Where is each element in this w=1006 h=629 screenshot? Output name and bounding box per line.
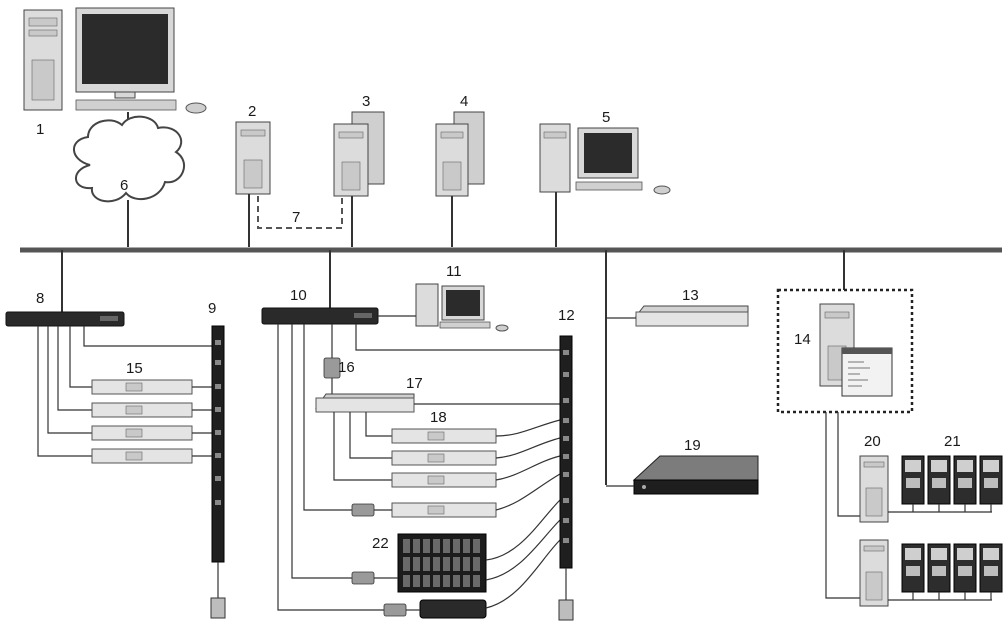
cascaded-kvm-switch-icon xyxy=(315,393,415,413)
virtual-machine-group-bottom xyxy=(901,543,1003,593)
label-17: 17 xyxy=(406,375,423,392)
server15-power-cables xyxy=(192,386,214,457)
label-16: 16 xyxy=(338,359,355,376)
label-10: 10 xyxy=(290,287,307,304)
virtual-machine-group-top xyxy=(901,455,1003,505)
admin-workstation-icon xyxy=(539,123,671,195)
network-appliance-icon xyxy=(634,305,749,327)
label-6: 6 xyxy=(120,177,128,194)
blade-chassis-icon xyxy=(397,533,487,593)
label-2: 2 xyxy=(248,103,256,120)
label-5: 5 xyxy=(602,109,610,126)
kvm-switch-icon xyxy=(5,311,125,327)
label-14: 14 xyxy=(794,331,811,348)
management-server-box xyxy=(776,288,914,414)
rack-server-group-18 xyxy=(391,428,497,518)
label-1: 1 xyxy=(36,121,44,138)
label-22: 22 xyxy=(372,535,389,552)
label-19: 19 xyxy=(684,437,701,454)
label-20: 20 xyxy=(864,433,881,450)
software-window-icon xyxy=(841,347,893,397)
pdu-icon xyxy=(558,335,574,621)
label-7: 7 xyxy=(292,209,300,226)
server-tower-icon xyxy=(235,121,271,195)
kvm-adapter-icon xyxy=(323,357,341,396)
label-3: 3 xyxy=(362,93,370,110)
label-8: 8 xyxy=(36,290,44,307)
rack-server-group-15 xyxy=(91,379,193,464)
heartbeat-link xyxy=(257,196,343,229)
label-12: 12 xyxy=(558,307,575,324)
internet-cloud-icon xyxy=(73,115,186,203)
pdu-icon xyxy=(210,325,226,619)
virtualization-host-icon xyxy=(859,539,889,607)
label-21: 21 xyxy=(944,433,961,450)
label-18: 18 xyxy=(430,409,447,426)
rack-chassis-icon xyxy=(383,599,487,619)
rack-appliance-icon xyxy=(632,455,759,495)
kvm17-cables xyxy=(333,412,392,481)
label-13: 13 xyxy=(682,287,699,304)
label-4: 4 xyxy=(460,93,468,110)
remote-workstation-icon xyxy=(23,7,207,114)
kvm10-cables xyxy=(277,324,560,611)
server-pair-icon xyxy=(435,111,485,197)
kvm-adapter-icon xyxy=(351,503,375,517)
server-cluster-icon xyxy=(333,111,385,197)
label-15: 15 xyxy=(126,360,143,377)
local-console-icon xyxy=(415,283,509,332)
kvm-switch-icon xyxy=(261,307,379,325)
label-9: 9 xyxy=(208,300,216,317)
label-11: 11 xyxy=(446,263,462,280)
kvm8-cables xyxy=(37,326,218,457)
vm-connectors xyxy=(888,504,992,601)
server18-power-cables xyxy=(495,419,561,511)
virtualization-host-icon xyxy=(859,455,889,523)
kvm-adapter-icon xyxy=(351,571,375,585)
